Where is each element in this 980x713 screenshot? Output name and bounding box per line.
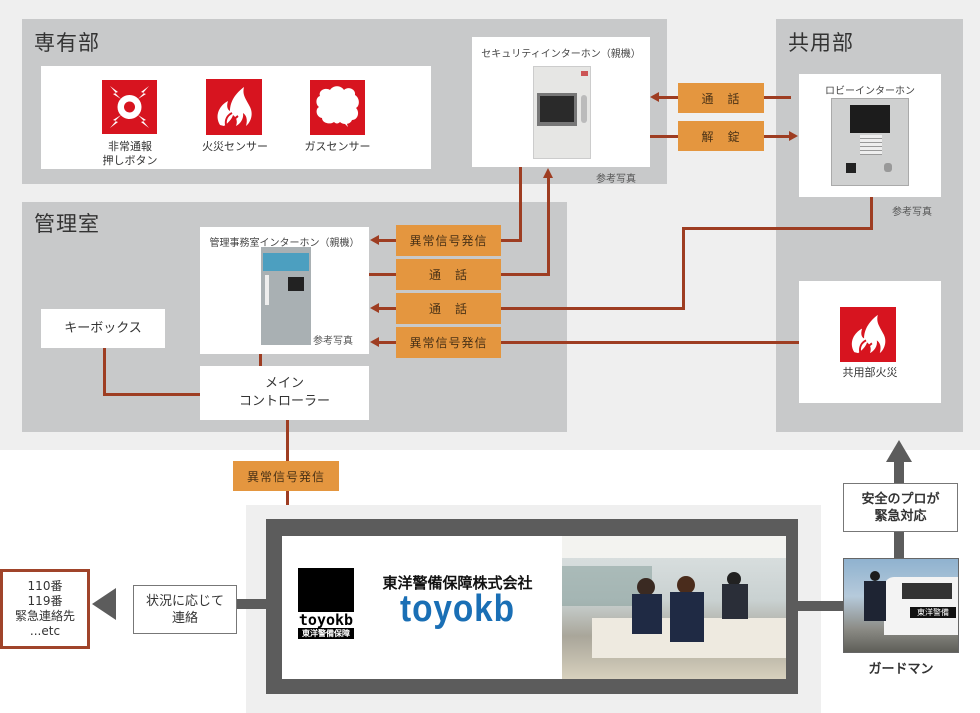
- wire: [501, 239, 522, 242]
- wire: [547, 178, 550, 275]
- gas-sensor-icon: [310, 80, 365, 135]
- emergency-button-icon: [102, 80, 157, 134]
- wire: [103, 348, 106, 395]
- common-zone-title: 共用部: [788, 31, 854, 55]
- lobby-intercom-title: ロビーインターホン: [825, 86, 915, 97]
- key-box: キーボックス: [41, 309, 165, 348]
- wire: [519, 167, 522, 242]
- wire: [501, 307, 685, 310]
- arrow-left-icon: [370, 337, 379, 347]
- wire: [763, 96, 791, 99]
- security-intercom-photo: [533, 66, 591, 159]
- arrow-left-icon: [370, 235, 379, 245]
- signal-call-security: 通 話: [396, 259, 501, 290]
- guardman-label: ガードマン: [868, 662, 934, 677]
- signal-unlock: 解 錠: [678, 121, 764, 151]
- gas-sensor-label: ガスセンサー: [304, 140, 371, 153]
- wire: [286, 491, 289, 509]
- management-zone-title: 管理室: [34, 212, 100, 236]
- fire-sensor-label: 火災センサー: [202, 140, 268, 153]
- company-logo-text: toyokb: [298, 611, 354, 629]
- arrow-up-icon: [543, 168, 553, 178]
- signal-call-lobby-mgmt: 通 話: [396, 293, 501, 324]
- wire: [103, 393, 200, 396]
- signal-call-lobby: 通 話: [678, 83, 764, 113]
- arrow-left-icon: [650, 92, 659, 102]
- guardman-car-text: 東洋警備: [910, 607, 956, 618]
- contact-119: 119番: [27, 594, 63, 608]
- response-box: 安全のプロが 緊急対応: [843, 483, 958, 532]
- security-intercom-title: セキュリティインターホン（親機）: [481, 49, 641, 60]
- main-controller-line2: コントローラー: [238, 394, 330, 409]
- gray-connector: [798, 601, 846, 611]
- management-intercom-note: 参考写真: [313, 336, 353, 347]
- monitoring-center-photo: [562, 536, 786, 679]
- management-intercom-title: 管理事務室インターホン（親機）: [209, 238, 360, 249]
- arrow-left-icon: [370, 303, 379, 313]
- main-controller-line1: メイン: [264, 376, 304, 391]
- main-controller: メイン コントローラー: [200, 366, 369, 420]
- lobby-intercom-note: 参考写真: [892, 207, 932, 218]
- security-intercom-note: 参考写真: [596, 174, 636, 185]
- wire: [378, 239, 396, 242]
- arrow-right-icon: [789, 131, 798, 141]
- management-intercom-photo: [261, 247, 311, 345]
- guardman-photo: 東洋警備: [843, 558, 959, 653]
- response-line2: 緊急対応: [874, 508, 927, 524]
- wire: [259, 354, 262, 366]
- emergency-button-label-line1: 非常通報: [108, 140, 152, 153]
- wire: [378, 341, 396, 344]
- wire: [682, 227, 873, 230]
- common-fire-icon: [840, 307, 896, 362]
- company-logo: toyokb 東洋警備保障: [298, 568, 354, 644]
- wire: [870, 197, 873, 229]
- wire: [763, 135, 789, 138]
- response-line1: 安全のプロが: [861, 491, 940, 507]
- emergency-contacts: 110番 119番 緊急連絡先 ...etc: [0, 569, 90, 649]
- wire: [286, 420, 289, 462]
- private-zone-title: 専有部: [34, 31, 100, 55]
- contact-box: 状況に応じて 連絡: [133, 585, 237, 634]
- contact-etc: ...etc: [29, 624, 61, 638]
- common-fire-label: 共用部火災: [842, 366, 898, 379]
- contact-line1: 状況に応じて: [145, 593, 224, 609]
- contact-110: 110番: [27, 579, 63, 593]
- wire: [501, 341, 799, 344]
- wire: [369, 273, 396, 276]
- emergency-button-label: 非常通報 押しボタン: [90, 140, 170, 168]
- signal-alarm-security: 異常信号発信: [396, 225, 501, 256]
- wire: [650, 135, 678, 138]
- contact-line2: 連絡: [171, 610, 198, 626]
- wire: [682, 227, 685, 310]
- signal-alarm-common-fire: 異常信号発信: [396, 327, 501, 358]
- company-name: 東洋警備保障株式会社: [382, 574, 533, 592]
- lobby-intercom-photo: [831, 98, 909, 186]
- fire-sensor-icon: [206, 79, 262, 135]
- wire: [658, 96, 678, 99]
- company-brand: toyokb: [400, 588, 515, 630]
- wire: [378, 307, 396, 310]
- wire: [501, 273, 550, 276]
- signal-alarm-to-company: 異常信号発信: [233, 461, 339, 491]
- contact-emergency: 緊急連絡先: [14, 609, 75, 623]
- arrow-up-icon: [886, 440, 912, 462]
- company-logo-jp: 東洋警備保障: [298, 628, 354, 639]
- emergency-button-label-line2: 押しボタン: [102, 154, 158, 167]
- arrow-left-icon: [92, 588, 116, 620]
